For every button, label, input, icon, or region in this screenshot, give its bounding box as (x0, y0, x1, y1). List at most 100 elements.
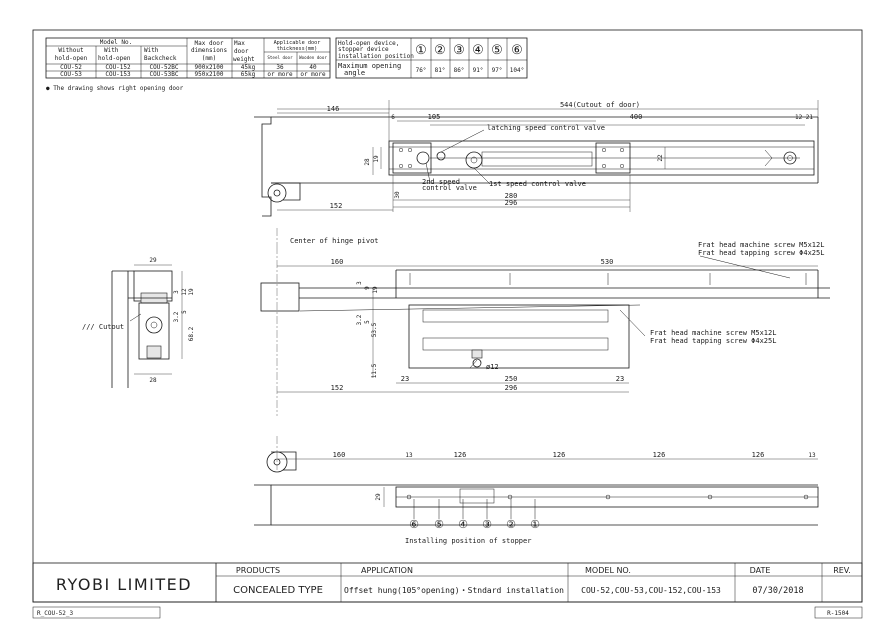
sec-dim-68-2: 68.2 (188, 326, 195, 341)
sec-dim-3: 3 (173, 290, 180, 294)
label-stopper-position: Installing position of stopper (405, 537, 531, 545)
mid-dim-152: 152 (331, 384, 344, 392)
stopper-marker-5: ⑤ (434, 518, 444, 531)
bot-dim-126-3: 126 (653, 451, 666, 459)
stopper-marker-2: ② (506, 518, 516, 531)
spec-col-with-1: With (104, 47, 119, 54)
stopper-pos-5: ⑤ (491, 43, 503, 58)
sec-dim-28: 28 (149, 377, 157, 384)
stopper-marker-6: ⑥ (409, 518, 419, 531)
top-view: 146 544(Cutout of door) 6 105 400 12 21 … (254, 100, 819, 246)
header-application: APPLICATION (361, 566, 413, 575)
mid-dim-160: 160 (331, 258, 344, 266)
mid-dim-19: 19 (372, 286, 379, 294)
mid-dim-9: 9 (364, 286, 371, 290)
mid-dim-12: ø12 (486, 363, 499, 371)
spec-r1-c5: 45kg (241, 64, 256, 71)
stopper-table: Hold-open device, stopper device install… (335, 37, 528, 79)
spec-col-weight-2: door (234, 48, 249, 55)
spec-col-dims-3: (mm) (202, 55, 216, 62)
mid-dim-53-5: 53.5 (371, 322, 378, 337)
value-application: Offset hung(105°opening)・Stndard install… (344, 586, 564, 595)
top-dim-6: 6 (391, 114, 395, 121)
spec-col-with-2: hold-open (98, 55, 131, 62)
spec-r2-c1: COU-53 (60, 71, 82, 78)
stopper-pos-1: ① (415, 43, 427, 58)
top-dim-146: 146 (327, 105, 340, 113)
stopper-title-1: Hold-open device, (338, 40, 399, 47)
spec-table: Model No. Without hold-open With hold-op… (45, 37, 331, 79)
spec-col-bc-2: Backcheck (144, 55, 177, 62)
title-block: RYOBI LIMITED PRODUCTS APPLICATION MODEL… (32, 562, 863, 603)
spec-header-model: Model No. (100, 39, 133, 46)
stopper-pos-6: ⑥ (511, 43, 523, 58)
mid-screw-mid-2: Frat head tapping screw Φ4x25L (650, 337, 776, 345)
spec-r2-c4: 950x2100 (195, 71, 224, 78)
sec-dim-12: 12 (181, 288, 188, 296)
spec-r2-c6: or more (267, 71, 293, 78)
stopper-angle-1: 76° (416, 67, 427, 74)
spec-col-without-2: hold-open (55, 55, 88, 62)
mid-dim-23b: 23 (616, 375, 624, 383)
value-date: 07/30/2018 (752, 586, 803, 596)
spec-steel-door: Steel door (267, 55, 293, 60)
stopper-marker-1: ① (530, 518, 540, 531)
sec-dim-29: 29 (149, 257, 157, 264)
bot-dim-126-4: 126 (752, 451, 765, 459)
bot-dim-126-2: 126 (553, 451, 566, 459)
bot-dim-126-1: 126 (454, 451, 467, 459)
label-1st-valve: 1st speed control valve (489, 180, 586, 188)
spec-col-without-1: Without (58, 47, 84, 54)
mid-dim-530: 530 (601, 258, 614, 266)
spec-r1-c6: 36 (276, 64, 284, 71)
stopper-pos-3: ③ (453, 43, 465, 58)
spec-r2-c5: 65kg (241, 71, 256, 78)
spec-col-weight-3: weight (233, 56, 255, 63)
top-dim-cutout: 544(Cutout of door) (560, 101, 640, 109)
mid-dim-250: 250 (505, 375, 518, 383)
top-dim-30: 30 (394, 191, 401, 199)
stopper-title-3: installation position (338, 53, 414, 60)
stopper-title-2: stopper device (338, 46, 389, 53)
label-latching-valve: latching speed control valve (487, 124, 605, 132)
header-model: MODEL NO. (585, 566, 631, 575)
mid-dim-23a: 23 (401, 375, 409, 383)
stopper-angle-2: 81° (435, 67, 446, 74)
header-rev: REV. (833, 566, 851, 575)
stopper-marker-3: ③ (482, 518, 492, 531)
top-dim-28: 28 (364, 158, 371, 166)
spec-col-dims-2: dimensions (191, 47, 228, 54)
mid-dim-11-5: 11.5 (371, 363, 378, 378)
spec-r2-c3: COU-53BC (150, 71, 179, 78)
mid-dim-3-2: 3.2 (356, 314, 363, 325)
spec-r2-c2: COU-153 (105, 71, 131, 78)
bot-dim-160: 160 (333, 451, 346, 459)
sec-dim-19: 19 (188, 288, 195, 296)
footer-ref: R-1504 (827, 610, 849, 617)
header-date: DATE (750, 566, 771, 575)
drawing-note: ● The drawing shows right opening door (46, 85, 184, 92)
bot-dim-29: 29 (375, 493, 382, 501)
top-dim-105: 105 (428, 113, 441, 121)
stopper-angle-3: 86° (454, 67, 465, 74)
top-dim-400: 400 (630, 113, 643, 121)
stopper-row-label-1: Maximum opening (338, 62, 401, 70)
label-2nd-valve-1: 2nd speed (422, 178, 460, 186)
footer-file: R_COU-52_3 (37, 610, 74, 617)
stopper-row-label-2: angle (344, 69, 365, 77)
company-name: RYOBI LIMITED (56, 575, 192, 594)
sec-label-cutout: /// Cutout (82, 323, 124, 331)
bot-dim-13a: 13 (405, 452, 413, 459)
spec-col-thick-1: Applicable door (274, 40, 321, 46)
header-products: PRODUCTS (236, 566, 280, 575)
spec-col-bc-1: With (144, 47, 159, 54)
top-dim-280: 280 (505, 192, 518, 200)
stopper-angle-4: 91° (473, 67, 484, 74)
spec-col-dims-1: Max door (195, 40, 224, 47)
top-dim-296: 296 (505, 199, 518, 207)
spec-r1-c1: COU-52 (60, 64, 82, 71)
footer: R_COU-52_3 R-1504 (32, 606, 863, 619)
spec-col-weight-1: Max (234, 40, 245, 47)
mid-dim-3: 3 (356, 281, 363, 285)
section-view: 29 3 12 19 3.2 5 68.2 28 /// Cutout (82, 257, 195, 388)
